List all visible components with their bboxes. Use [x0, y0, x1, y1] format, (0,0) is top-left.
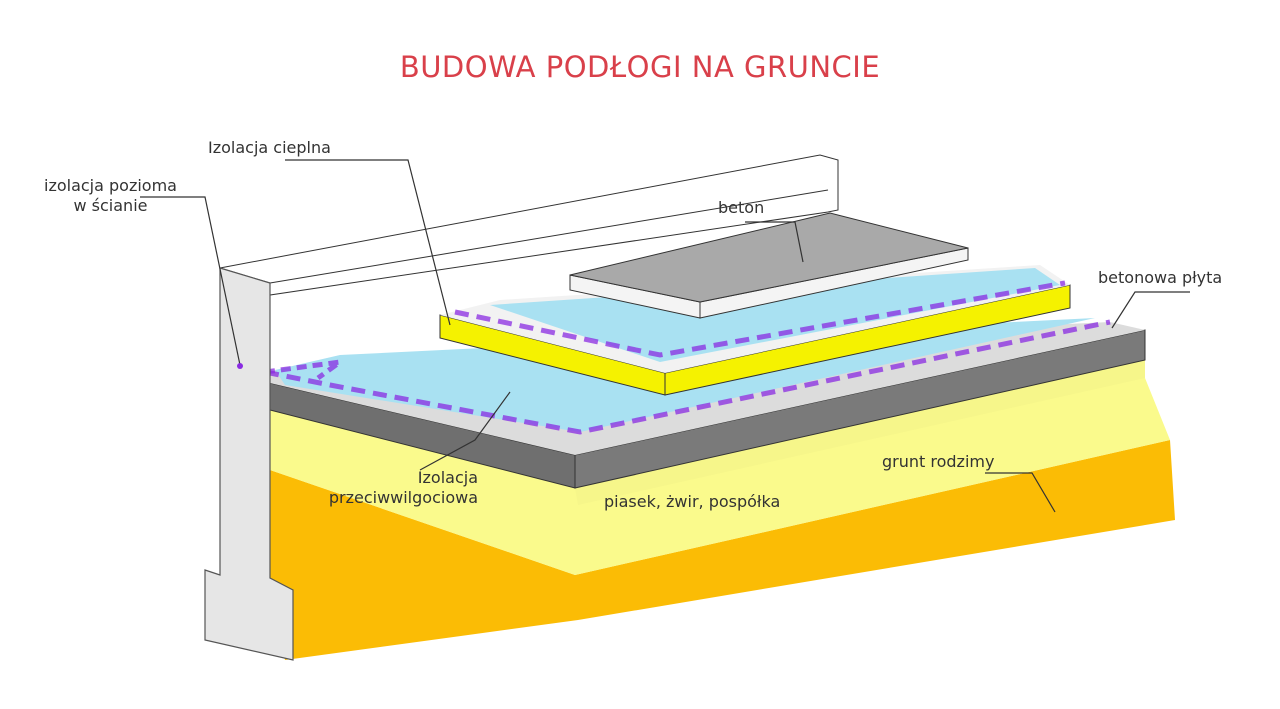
leader-izolacja-pozioma [140, 196, 241, 366]
beton-top [569, 212, 969, 303]
label-izolacja-przeciwwilgociowa-line2: przeciwwilgociowa [328, 488, 478, 507]
foundation-wall [204, 267, 294, 661]
leader-grunt-rodzimy [985, 472, 1056, 513]
label-piasek: piasek, żwir, pospółka [604, 492, 781, 511]
membrane-edge-line-2 [264, 359, 342, 381]
leader-izolacja-cieplna [285, 159, 451, 326]
label-beton: beton [718, 198, 765, 217]
membrane-edge-line [264, 319, 1111, 435]
piasek-top-edge [575, 360, 1145, 505]
wall-top-inner-edge [269, 189, 829, 284]
label-izolacja-cieplna: Izolacja cieplna [208, 138, 331, 157]
diagram-title: BUDOWA PODŁOGI NA GRUNCIE [399, 50, 881, 84]
leader-betonowa-plyta [1111, 291, 1190, 329]
label-betonowa-plyta: betonowa płyta [1098, 268, 1223, 287]
label-izolacja-pozioma-line2: w ścianie [73, 196, 148, 215]
izolacja-cieplna-top-blue [490, 268, 1060, 362]
leader-izolacja-przeciwwilgociowa [419, 391, 511, 471]
grunt-rodzimy-layer [270, 440, 1175, 660]
membrane-edge-line-3 [454, 280, 1066, 358]
izolacja-cieplna-side [664, 284, 1071, 396]
label-izolacja-przeciwwilgociowa-line1: Izolacja [417, 468, 478, 487]
label-izolacja-przeciwwilgociowa: Izolacja przeciwwilgociowa [268, 468, 478, 508]
leader-beton [745, 221, 804, 263]
leader-dot [237, 363, 243, 369]
label-izolacja-pozioma-line1: izolacja pozioma [44, 176, 177, 195]
label-izolacja-pozioma: izolacja pozioma w ścianie [18, 176, 203, 216]
label-grunt-rodzimy: grunt rodzimy [882, 452, 995, 471]
